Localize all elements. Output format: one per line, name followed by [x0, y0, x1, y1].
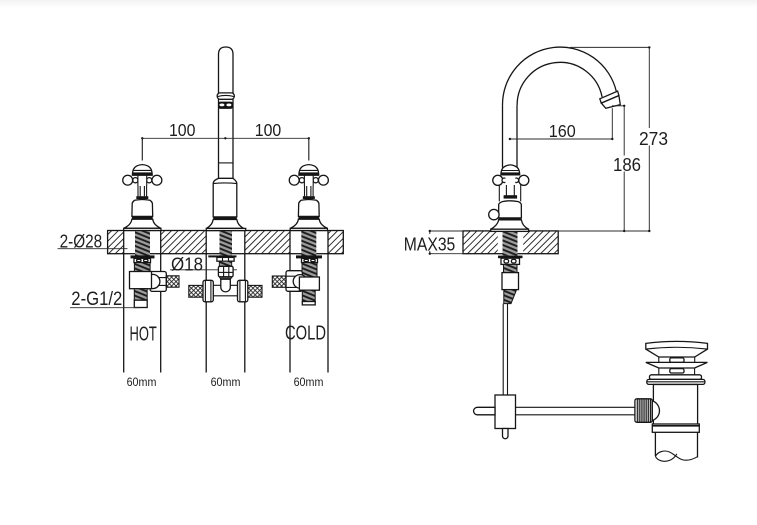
- svg-text:Ø18: Ø18: [171, 254, 203, 274]
- svg-text:60mm: 60mm: [294, 375, 324, 389]
- svg-text:100: 100: [169, 120, 196, 140]
- svg-text:100: 100: [255, 120, 282, 140]
- svg-text:186: 186: [613, 155, 641, 175]
- svg-text:160: 160: [549, 121, 576, 141]
- svg-text:MAX35: MAX35: [404, 234, 456, 255]
- svg-text:HOT: HOT: [130, 323, 157, 345]
- svg-text:2-Ø28: 2-Ø28: [60, 231, 103, 251]
- svg-text:273: 273: [639, 129, 668, 149]
- svg-text:60mm: 60mm: [127, 375, 157, 389]
- svg-text:2-G1/2: 2-G1/2: [71, 288, 122, 310]
- svg-text:60mm: 60mm: [211, 375, 241, 389]
- svg-text:COLD: COLD: [285, 323, 326, 345]
